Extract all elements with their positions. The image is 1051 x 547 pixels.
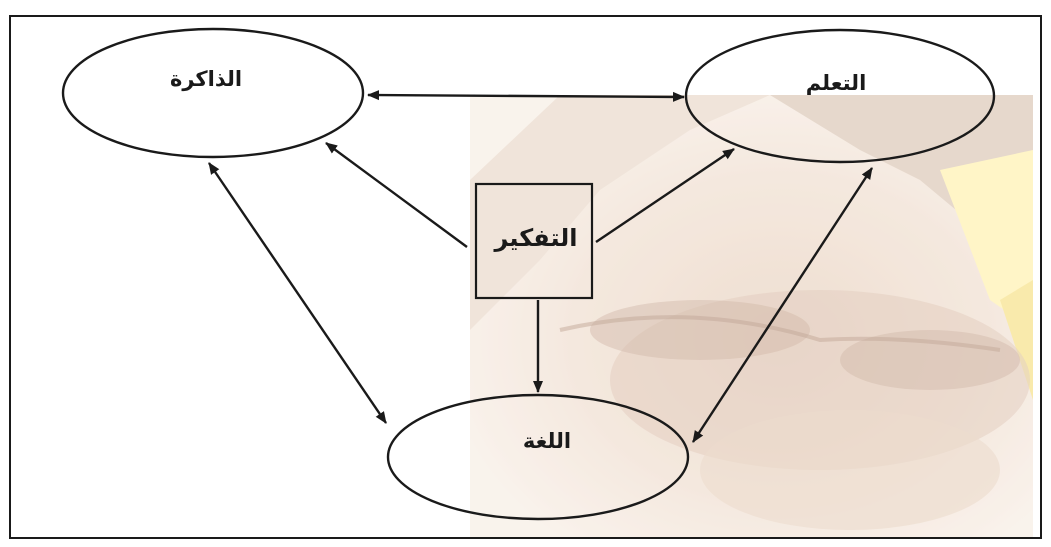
edge-thinking-memory: [325, 142, 468, 248]
label-learning: التعلم: [805, 71, 867, 95]
edge-memory-learning: [367, 90, 685, 102]
background-portrait-image: [470, 95, 1033, 537]
node-memory-ellipse: [61, 27, 365, 159]
edge-memory-language: [208, 162, 387, 424]
edge-thinking-learning: [595, 148, 735, 243]
label-language: اللغة: [522, 429, 572, 453]
label-thinking: التفكير: [494, 224, 578, 252]
diagram-frame: [9, 15, 1042, 539]
node-language-ellipse: [386, 393, 690, 521]
node-thinking-box: [474, 182, 594, 300]
node-learning-ellipse: [684, 28, 996, 164]
label-memory: الذاكرة: [169, 67, 243, 91]
edge-learning-language: [691, 167, 874, 443]
